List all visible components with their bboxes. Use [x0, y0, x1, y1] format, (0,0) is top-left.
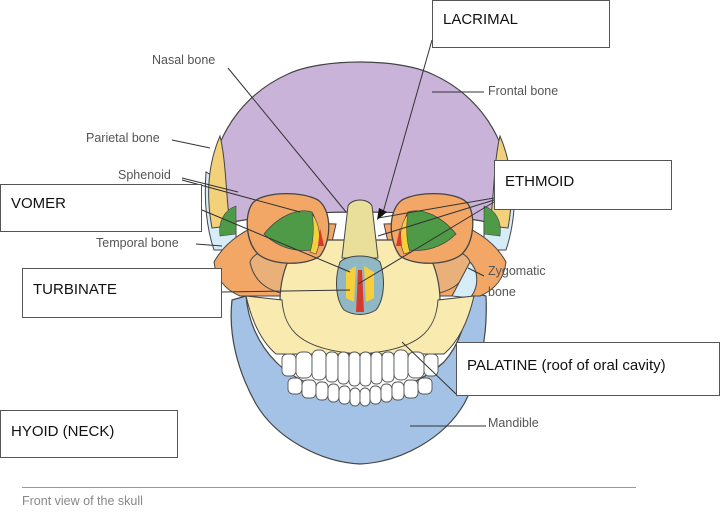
leader-lacrimal [381, 39, 433, 217]
label-mandible: Mandible [488, 416, 539, 430]
leader-sphenoid-a [181, 177, 239, 193]
leader-nasal [227, 67, 347, 213]
nasal-bone [341, 199, 379, 259]
leader-zygomatic [467, 267, 485, 277]
label-parietal-bone: Parietal bone [86, 131, 160, 145]
figure-caption: Front view of the skull [22, 494, 143, 508]
leader-palatine [401, 341, 457, 395]
leader-temporal [195, 243, 223, 247]
box-turbinate: TURBINATE [22, 268, 222, 318]
box-vomer: VOMER [0, 184, 202, 232]
teeth [281, 349, 439, 407]
leader-ethmoid-b [377, 199, 495, 237]
lacrimal-red-right [396, 228, 402, 246]
leader-lacrimal-arrowhead [377, 208, 387, 220]
leader-turbinate [221, 289, 351, 293]
caption-divider [22, 487, 636, 488]
label-temporal-bone: Temporal bone [96, 236, 179, 250]
lacrimal-red-left [318, 228, 324, 246]
label-zygomatic-line1: Zygomatic [488, 264, 546, 278]
leader-ethmoid-c [357, 201, 495, 285]
lacrimal-left [309, 213, 320, 255]
leader-vomer [201, 209, 351, 273]
vomer-shape [356, 270, 364, 312]
label-frontal-bone: Frontal bone [488, 84, 558, 98]
leader-parietal [171, 139, 211, 149]
label-zygomatic-line2: bone [488, 285, 516, 299]
leader-ethmoid-a [377, 197, 495, 219]
leader-lines [171, 39, 495, 427]
box-hyoid: HYOID (NECK) [0, 410, 178, 458]
lacrimal-right [400, 213, 411, 255]
turbinate-shape-left [346, 266, 356, 302]
ethmoid-side-right [483, 205, 501, 237]
label-sphenoid: Sphenoid [118, 168, 171, 182]
label-nasal-bone: Nasal bone [152, 53, 215, 67]
parietal-bone-left [208, 134, 231, 229]
box-palatine: PALATINE (roof of oral cavity) [456, 342, 720, 396]
maxilla-lower [245, 295, 475, 355]
turbinate-shape-right [364, 266, 374, 302]
box-lacrimal: LACRIMAL [432, 0, 610, 48]
box-ethmoid: ETHMOID [494, 160, 672, 210]
